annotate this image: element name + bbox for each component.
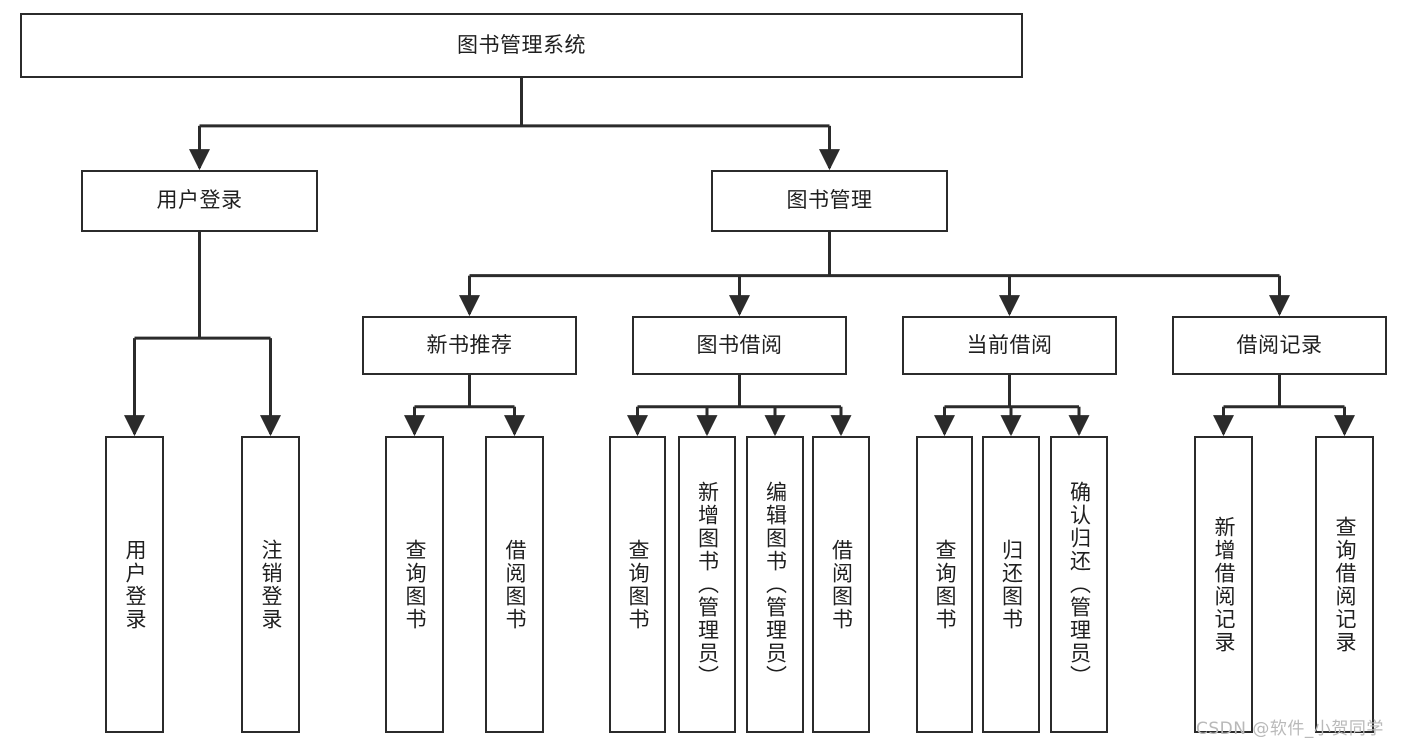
node-label-book-manage: 图书管理 (786, 188, 873, 213)
node-book-borrow[interactable]: 图书借阅 (632, 316, 847, 375)
node-leaf-user-logout[interactable]: 注销登录 (241, 436, 300, 733)
node-label-leaf-return-book: 归还图书 (999, 538, 1024, 631)
node-label-leaf-query-book-3: 查询图书 (932, 538, 957, 631)
node-leaf-borrow-book-2[interactable]: 借阅图书 (812, 436, 870, 733)
node-leaf-query-book-3[interactable]: 查询图书 (916, 436, 973, 733)
node-label-leaf-edit-book: 编辑图书（管理员） (763, 481, 788, 688)
node-book-manage[interactable]: 图书管理 (711, 170, 948, 232)
node-label-leaf-add-book: 新增图书（管理员） (695, 481, 720, 688)
node-leaf-query-record[interactable]: 查询借阅记录 (1315, 436, 1374, 733)
node-label-leaf-query-record: 查询借阅记录 (1332, 515, 1357, 654)
node-leaf-borrow-book-1[interactable]: 借阅图书 (485, 436, 544, 733)
node-label-leaf-add-record: 新增借阅记录 (1211, 515, 1236, 654)
csdn-watermark: CSDN @软件_小贺同学 (1196, 719, 1384, 739)
node-leaf-return-book[interactable]: 归还图书 (982, 436, 1040, 733)
node-label-borrow-record: 借阅记录 (1236, 332, 1323, 357)
node-label-leaf-confirm-return: 确认归还（管理员） (1067, 481, 1092, 688)
node-leaf-add-book[interactable]: 新增图书（管理员） (678, 436, 736, 733)
node-label-new-book-recommend: 新书推荐 (426, 332, 513, 357)
node-leaf-confirm-return[interactable]: 确认归还（管理员） (1050, 436, 1108, 733)
node-label-leaf-borrow-book-1: 借阅图书 (502, 538, 527, 631)
node-label-user-login: 用户登录 (156, 188, 243, 213)
node-leaf-query-book-2[interactable]: 查询图书 (609, 436, 666, 733)
node-label-leaf-borrow-book-2: 借阅图书 (829, 538, 854, 631)
node-label-leaf-user-login: 用户登录 (122, 538, 147, 631)
node-label-leaf-query-book-1: 查询图书 (402, 538, 427, 631)
node-label-leaf-query-book-2: 查询图书 (625, 538, 650, 631)
node-borrow-record[interactable]: 借阅记录 (1172, 316, 1387, 375)
node-leaf-add-record[interactable]: 新增借阅记录 (1194, 436, 1253, 733)
node-label-leaf-user-logout: 注销登录 (258, 538, 283, 631)
node-leaf-user-login[interactable]: 用户登录 (105, 436, 164, 733)
node-label-root: 图书管理系统 (457, 32, 586, 57)
node-leaf-query-book-1[interactable]: 查询图书 (385, 436, 444, 733)
node-label-book-borrow: 图书借阅 (696, 332, 783, 357)
node-root[interactable]: 图书管理系统 (20, 13, 1023, 78)
node-user-login[interactable]: 用户登录 (81, 170, 318, 232)
node-label-current-borrow: 当前借阅 (966, 332, 1053, 357)
node-new-book-recommend[interactable]: 新书推荐 (362, 316, 577, 375)
node-current-borrow[interactable]: 当前借阅 (902, 316, 1117, 375)
node-leaf-edit-book[interactable]: 编辑图书（管理员） (746, 436, 804, 733)
